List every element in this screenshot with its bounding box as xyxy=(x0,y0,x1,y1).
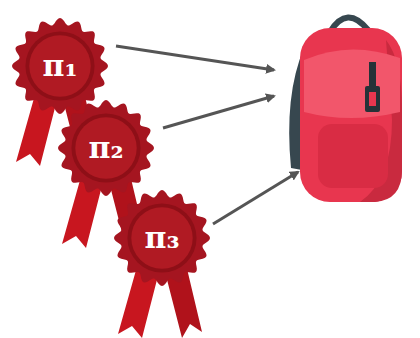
backpack-buckle-hole xyxy=(369,92,376,106)
arrow xyxy=(116,46,274,70)
seal-center xyxy=(131,207,192,268)
seal-rosette xyxy=(58,100,154,196)
seal-label: π₂ xyxy=(88,133,123,163)
seal-ring xyxy=(25,31,94,100)
seal-node: π₁ xyxy=(12,18,108,114)
seal-rosette xyxy=(114,190,210,286)
seal-rosette xyxy=(12,18,108,114)
seal-node: π₂ xyxy=(58,100,154,196)
backpack-flap xyxy=(304,49,400,118)
seal-center xyxy=(75,117,136,178)
backpack-buckle xyxy=(365,86,380,112)
backpack-body xyxy=(300,28,402,202)
arrow xyxy=(213,172,298,224)
arrow xyxy=(163,96,274,128)
seal-label: π₃ xyxy=(144,223,179,253)
seal-center xyxy=(29,35,90,96)
backpack-pocket xyxy=(318,124,388,188)
seal-ring xyxy=(71,113,140,182)
seal-ring xyxy=(127,203,196,272)
seal-label: π₁ xyxy=(42,51,77,81)
seal-node: π₃ xyxy=(114,190,210,286)
backpack xyxy=(289,17,402,202)
